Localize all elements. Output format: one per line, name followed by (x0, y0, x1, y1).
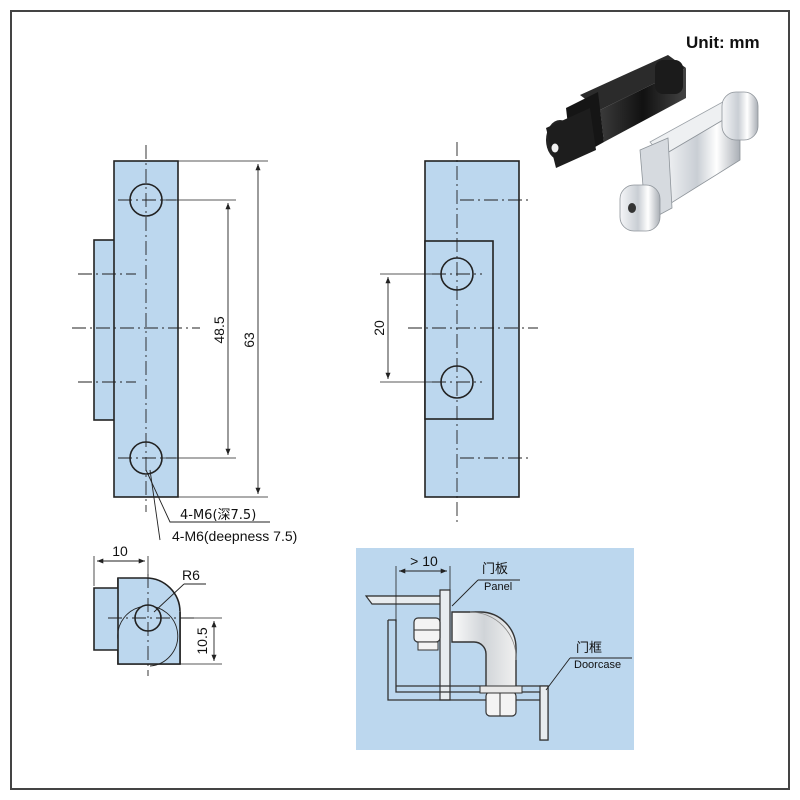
panel-label-cn: 门板 (482, 562, 508, 577)
screw-frame-icon (485, 691, 517, 717)
top-view: 10 R6 10.5 (93, 543, 222, 676)
doorcase-label-cn: 门框 (576, 641, 602, 656)
dim-48-5-label: 48.5 (211, 316, 227, 343)
door-panel (439, 589, 451, 701)
unit-label: Unit: mm (686, 33, 760, 52)
hinge-elbow (451, 611, 517, 691)
dim-gap-label: > 10 (410, 553, 438, 569)
install-view: > 10 门板 Panel 门框 Doorcase (356, 548, 634, 750)
dim-r6-label: R6 (182, 567, 200, 583)
chrome-hinge-image (619, 91, 759, 232)
dim-63-label: 63 (241, 332, 257, 348)
doorcase-label-en: Doorcase (574, 659, 621, 671)
side-view: 20 (371, 142, 538, 522)
dim-10-label: 10 (112, 543, 128, 559)
thread-note-cn: 4-M6(深7.5) (180, 508, 256, 523)
thread-leader (145, 469, 270, 523)
front-flange (93, 239, 117, 421)
panel-label-en: Panel (484, 581, 512, 593)
thread-note-en: 4-M6(deepness 7.5) (172, 528, 297, 544)
product-photo (546, 55, 759, 232)
dim-20-label: 20 (371, 320, 387, 336)
dim-10-5-label: 10.5 (194, 627, 210, 654)
front-view: 63 48.5 4-M6(深7.5) 4-M6(deepness 7.5) (72, 145, 297, 544)
black-hinge-image (546, 55, 686, 168)
